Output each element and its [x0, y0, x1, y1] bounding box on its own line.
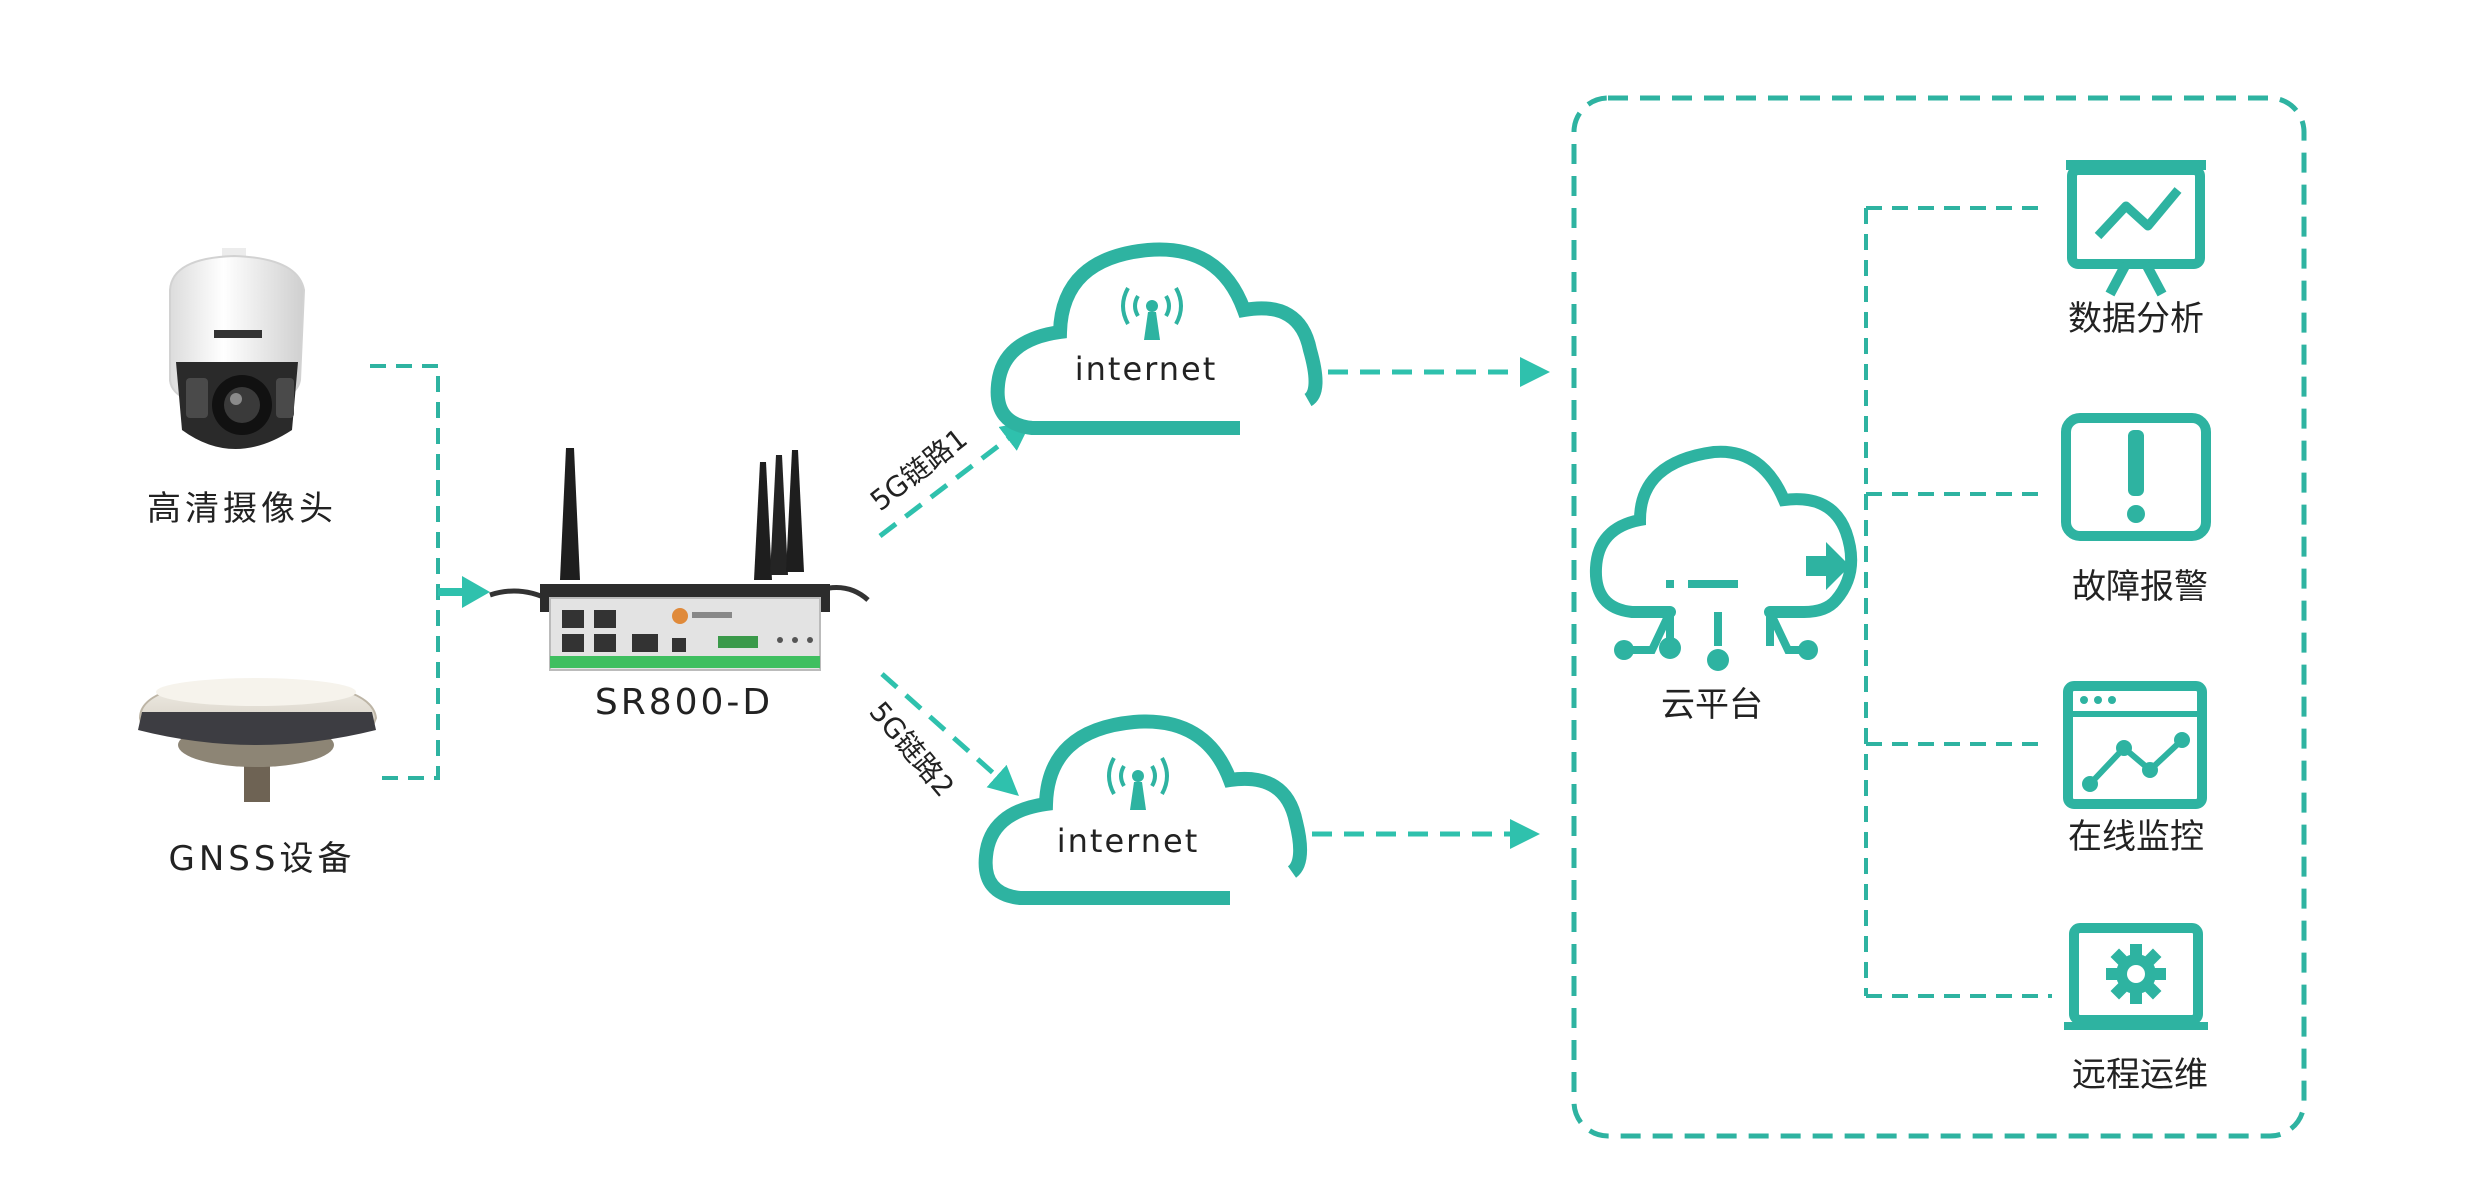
alert-icon [2061, 413, 2211, 541]
service-label-online-monitor: 在线监控 [2068, 817, 2204, 857]
router-label: SR800-D [595, 682, 773, 723]
gnss-label: GNSS设备 [169, 839, 356, 879]
router-image [489, 448, 870, 671]
camera-connector [370, 364, 440, 780]
camera-image [169, 248, 306, 449]
signal-tower-icon [1107, 757, 1169, 810]
cloud-platform-container [1571, 95, 2307, 1139]
camera-label: 高清摄像头 [147, 489, 337, 529]
service-label-fault-alarm: 故障报警 [2072, 567, 2208, 607]
monitor-browser-icon [2063, 681, 2207, 809]
cloud2-text: internet [1057, 822, 1200, 860]
link1-label: 5G链路1 [864, 422, 974, 518]
signal-tower-icon [1121, 287, 1183, 340]
gear-screen-icon [2064, 923, 2208, 1030]
chart-presentation-icon [2066, 160, 2206, 297]
service-label-remote-ops: 远程运维 [2072, 1055, 2208, 1095]
platform-to-services-arrow [1806, 542, 1850, 590]
gnss-image [138, 678, 378, 802]
link2-arrow [880, 672, 1019, 796]
services-tree-connector [1864, 206, 2052, 998]
cloud1-text: internet [1075, 350, 1218, 388]
internet-cloud-1 [990, 242, 1323, 435]
cloud-platform-label: 云平台 [1661, 685, 1763, 725]
cloud-platform-icon [1589, 445, 1858, 671]
service-label-data-analysis: 数据分析 [2068, 299, 2204, 339]
devices-to-router-arrow [438, 576, 490, 608]
link2-label: 5G链路2 [863, 695, 961, 803]
internet-cloud-2 [978, 714, 1308, 905]
